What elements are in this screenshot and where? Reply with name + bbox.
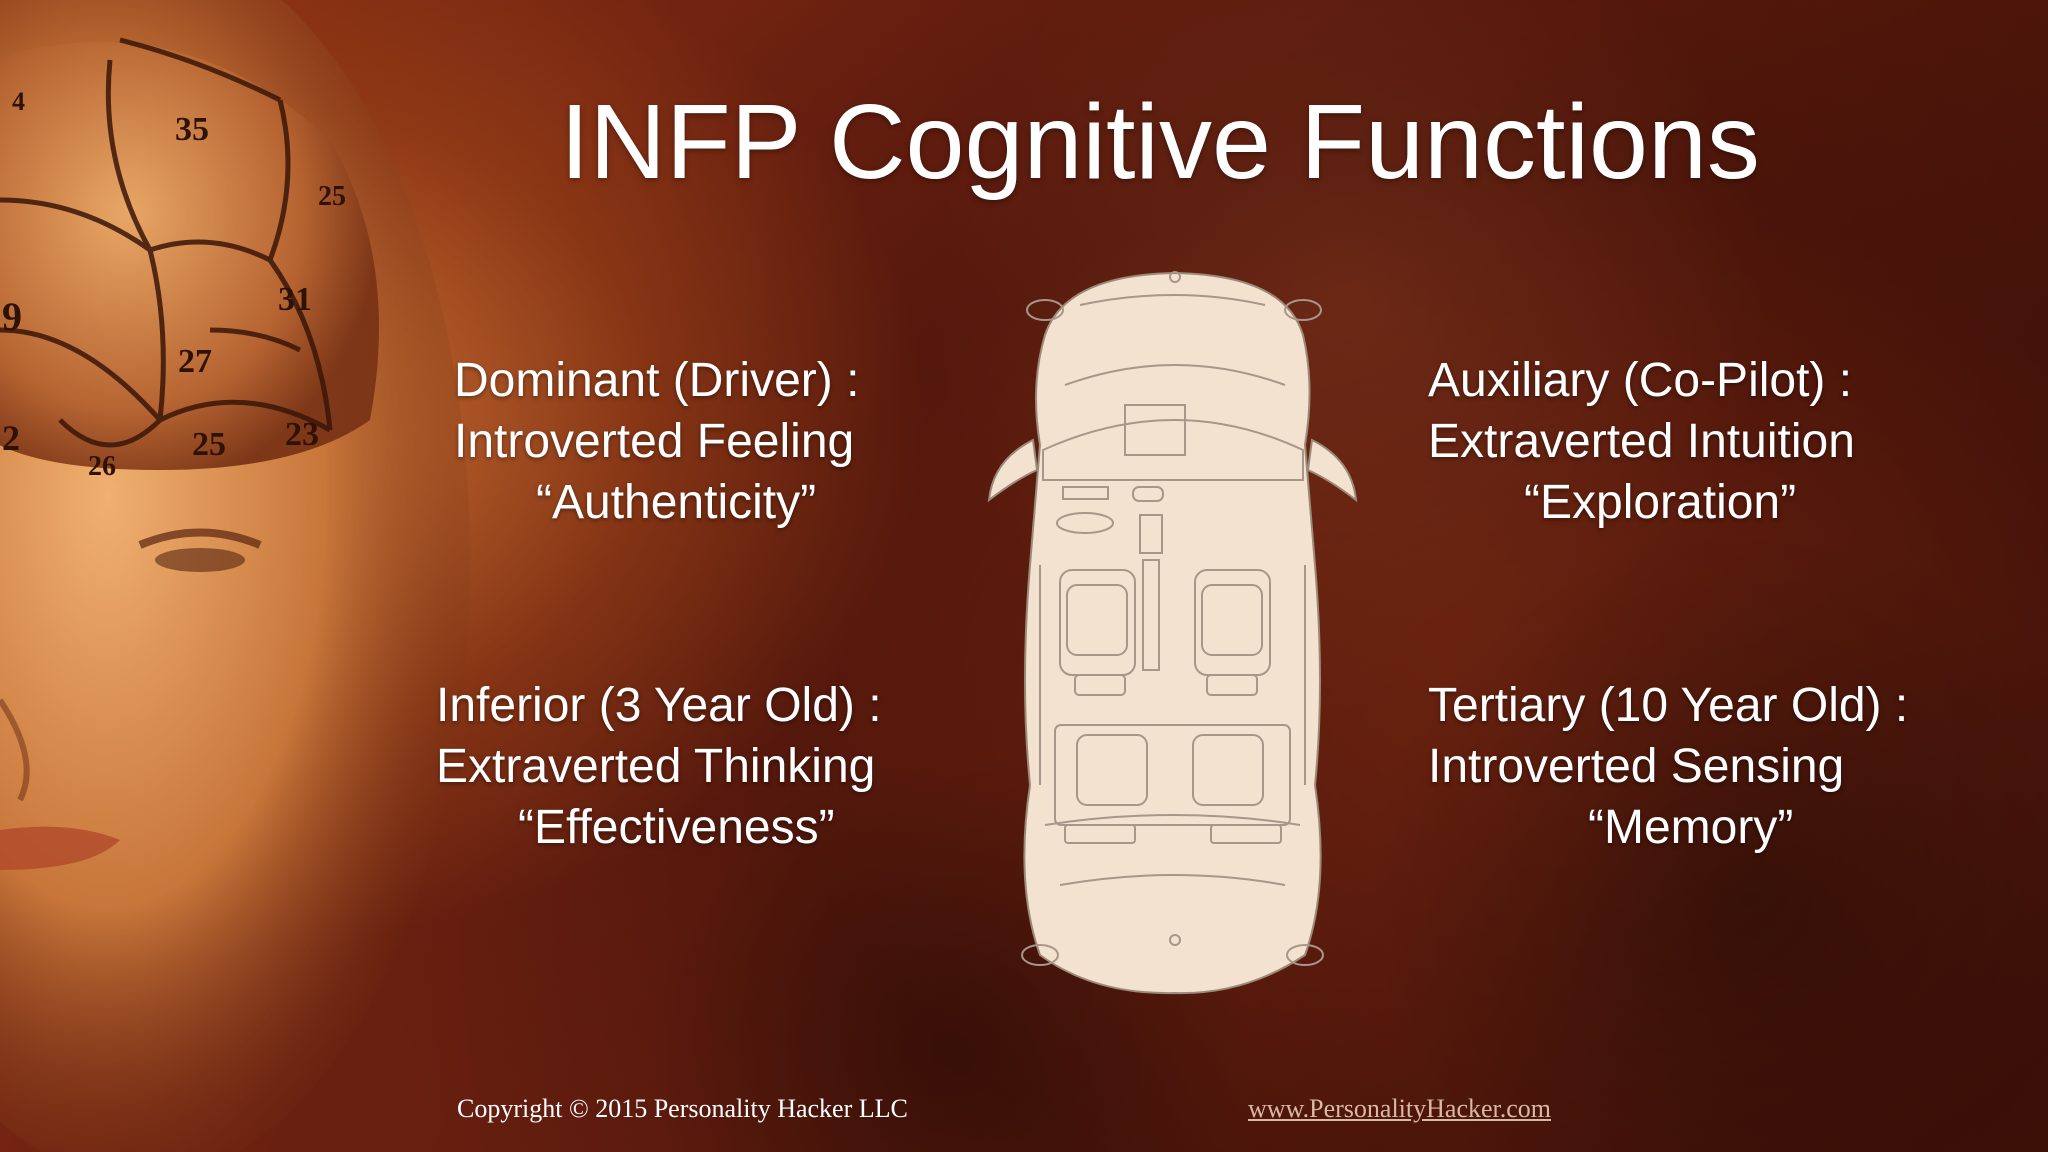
head-number: 4 [12,87,25,116]
website-link[interactable]: www.PersonalityHacker.com [1248,1094,1551,1124]
slide-title: INFP Cognitive Functions [560,82,1860,203]
phrenology-head-image: 35 25 31 27 25 23 26 9 2 4 [0,0,470,1152]
car-top-view-image [985,265,1360,995]
head-number: 27 [178,343,212,380]
head-number: 23 [285,416,319,453]
head-number: 2 [2,418,20,458]
head-number: 25 [318,181,346,212]
auxiliary-function-name: Extraverted Intuition [1428,411,1855,472]
dominant-function-block: Dominant (Driver) : Introverted Feeling … [454,350,859,533]
tertiary-function-block: Tertiary (10 Year Old) : Introverted Sen… [1428,675,1908,858]
head-number: 31 [278,281,312,318]
inferior-function-name: Extraverted Thinking [436,736,882,797]
tertiary-keyword: “Memory” [1428,797,1908,858]
copyright-notice: Copyright © 2015 Personality Hacker LLC [457,1094,908,1124]
head-number: 26 [88,451,116,482]
inferior-function-block: Inferior (3 Year Old) : Extraverted Thin… [436,675,882,858]
inferior-role-label: Inferior (3 Year Old) : [436,675,882,736]
dominant-function-name: Introverted Feeling [454,411,859,472]
auxiliary-role-label: Auxiliary (Co-Pilot) : [1428,350,1855,411]
auxiliary-keyword: “Exploration” [1428,472,1855,533]
auxiliary-function-block: Auxiliary (Co-Pilot) : Extraverted Intui… [1428,350,1855,533]
dominant-keyword: “Authenticity” [454,472,859,533]
tertiary-role-label: Tertiary (10 Year Old) : [1428,675,1908,736]
head-number: 25 [192,426,226,463]
head-number: 9 [2,294,22,339]
tertiary-function-name: Introverted Sensing [1428,736,1908,797]
head-number: 35 [175,111,209,148]
dominant-role-label: Dominant (Driver) : [454,350,859,411]
inferior-keyword: “Effectiveness” [436,797,882,858]
